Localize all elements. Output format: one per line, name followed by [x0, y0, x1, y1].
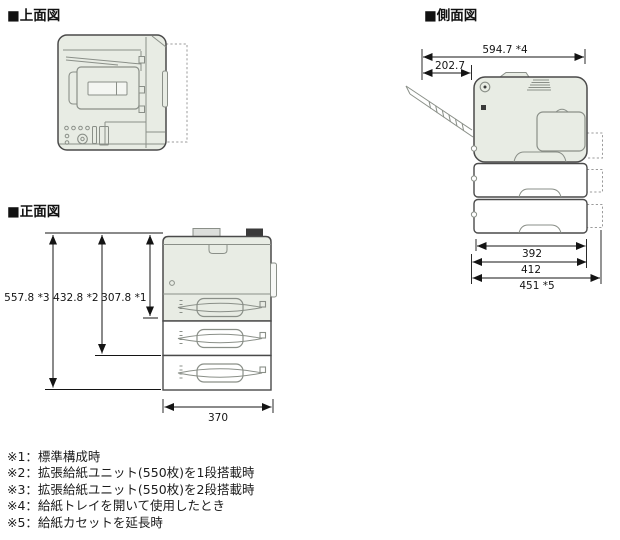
front-view-extension-lines	[45, 232, 274, 413]
dim-label-width: 370	[208, 412, 228, 424]
footnote-3: ※3：拡張給紙ユニット(550枚)を2段搭載時	[7, 481, 255, 497]
front-view-right-tab	[270, 262, 277, 298]
top-view-open-extent-dotted	[166, 43, 188, 143]
footnotes: ※1：標準構成時 ※2：拡張給紙ユニット(550枚)を1段搭載時 ※3：拡張給紙…	[7, 449, 255, 531]
dim-label-tray-depth: 202.7	[435, 60, 465, 72]
dim-label-height-max: 557.8 *3	[4, 292, 49, 304]
dim-label-depth-mid: 412	[521, 264, 541, 276]
front-view-drawing: 557.8 *3 432.8 *2 307.8 *1 370	[4, 228, 277, 424]
front-view-top-tab-light	[192, 228, 221, 237]
top-view-drawing	[57, 34, 188, 151]
side-view-round-icon	[479, 81, 491, 93]
side-view-body-extension-dotted	[587, 132, 603, 159]
side-view-top-tab	[499, 72, 530, 78]
front-view-top-tab-dark	[246, 228, 263, 237]
front-view-title: ■正面図	[7, 204, 61, 220]
side-view-square-mark	[481, 105, 486, 110]
footnote-2: ※2：拡張給紙ユニット(550枚)を1段搭載時	[7, 465, 255, 481]
front-view-left-dot	[169, 280, 175, 286]
side-view-side-panel	[536, 111, 586, 152]
front-view-body	[162, 235, 272, 322]
side-view-cassette-2	[473, 198, 588, 234]
side-view-open-tray	[405, 85, 474, 138]
side-view-extension-lines	[421, 49, 602, 284]
footnote-4: ※4：給紙トレイを開いて使用したとき	[7, 498, 226, 514]
side-view-cassette2-extension-dotted	[587, 204, 603, 228]
side-view-body	[473, 76, 588, 163]
side-view-drawing: 594.7 *4 202.7 392 412 451 *5	[405, 44, 603, 292]
top-view-title: ■上面図	[7, 8, 61, 24]
footnote-5: ※5：給紙カセットを延長時	[7, 514, 163, 530]
side-view-cassette1-extension-dotted	[587, 169, 603, 193]
side-view-cassette-1	[473, 162, 588, 198]
dim-label-height-std: 307.8 *1	[101, 292, 146, 304]
top-view-right-tab	[162, 70, 168, 108]
top-view-control-panel	[64, 125, 109, 146]
front-view-cassette-2	[162, 354, 272, 391]
dim-label-height-mid: 432.8 *2	[53, 292, 98, 304]
front-view-top-handle	[208, 244, 228, 254]
dim-label-depth-extended: 451 *5	[519, 280, 554, 292]
side-view-vent	[527, 79, 551, 91]
dim-label-body-depth: 392	[522, 248, 542, 260]
side-view-title: ■側面図	[424, 8, 478, 24]
footnote-1: ※1：標準構成時	[7, 449, 101, 464]
side-view-round-icon-dot	[483, 85, 487, 89]
dim-label-total-depth: 594.7 *4	[482, 44, 528, 56]
